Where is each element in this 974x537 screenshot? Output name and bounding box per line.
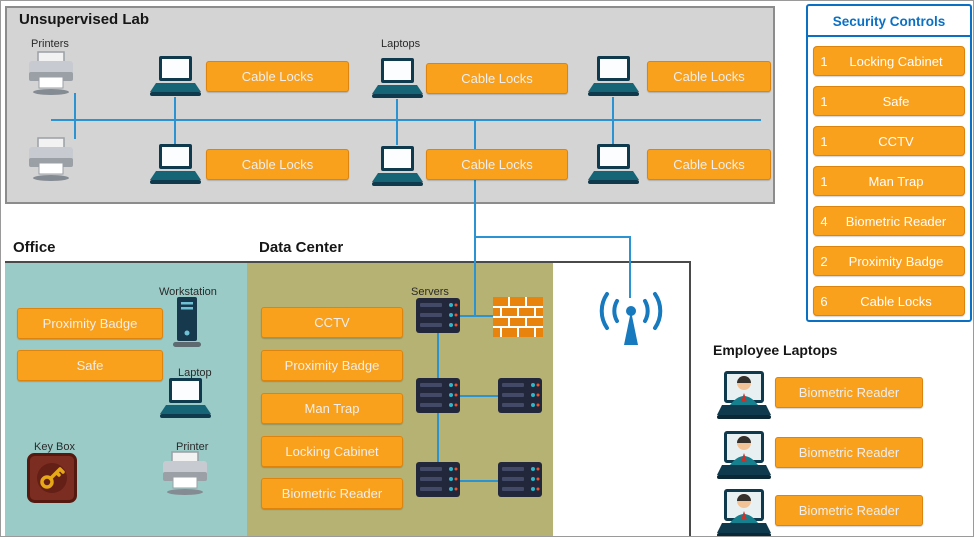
- security-control-item: 4 Biometric Reader: [813, 206, 965, 236]
- security-control-count: 1: [820, 133, 828, 149]
- security-control-label: CCTV: [878, 133, 914, 149]
- printer-icon: [25, 51, 77, 100]
- proximity-badge-label: Proximity Badge: [261, 350, 403, 381]
- biometric-reader-label: Biometric Reader: [775, 377, 923, 408]
- security-control-item: 1 CCTV: [813, 126, 965, 156]
- biometric-reader-label: Biometric Reader: [261, 478, 403, 509]
- cable-locks-label: Cable Locks: [206, 61, 349, 92]
- security-control-count: 6: [820, 293, 828, 309]
- laptop-icon: [149, 56, 201, 103]
- biometric-reader-label: Biometric Reader: [775, 495, 923, 526]
- laptop-icon: [371, 146, 423, 193]
- wireless-antenna-icon: [593, 291, 669, 352]
- office-printer-icon: [159, 451, 211, 500]
- locking-cabinet-label: Locking Cabinet: [261, 436, 403, 467]
- security-control-item: 1 Man Trap: [813, 166, 965, 196]
- server-rack-icon: [497, 462, 543, 504]
- connector-line: [629, 236, 631, 298]
- connector-line: [459, 480, 499, 482]
- safe-label: Safe: [17, 350, 163, 381]
- building-zone-border: [5, 261, 691, 536]
- firewall-icon: [493, 297, 543, 342]
- employee-laptops-title: Employee Laptops: [713, 342, 838, 358]
- key-box-icon: [27, 453, 77, 508]
- cable-locks-label: Cable Locks: [206, 149, 349, 180]
- security-control-label: Locking Cabinet: [849, 53, 943, 69]
- security-control-count: 1: [820, 173, 828, 189]
- employee-laptop-icon: [717, 483, 771, 536]
- connector-line: [174, 97, 176, 145]
- laptops-label: Laptops: [381, 38, 421, 50]
- laptop-icon: [149, 144, 201, 191]
- security-control-count: 4: [820, 213, 828, 229]
- connector-line: [459, 395, 499, 397]
- security-controls-panel: Security Controls 1 Locking Cabinet 1 Sa…: [806, 4, 972, 322]
- employee-laptop-icon: [717, 365, 771, 426]
- office-title: Office: [13, 239, 56, 256]
- server-rack-icon: [415, 462, 461, 504]
- employee-laptop-icon: [717, 425, 771, 486]
- laptop-label: Laptop: [178, 367, 212, 379]
- connector-line: [396, 99, 398, 145]
- connector-line: [474, 236, 631, 238]
- laptop-icon: [587, 144, 639, 191]
- workstation-icon: [171, 297, 203, 354]
- security-control-item: 1 Safe: [813, 86, 965, 116]
- servers-label: Servers: [411, 286, 449, 298]
- server-rack-icon: [497, 378, 543, 420]
- security-control-label: Man Trap: [868, 173, 924, 189]
- security-control-count: 1: [820, 53, 828, 69]
- cable-locks-label: Cable Locks: [647, 149, 771, 180]
- security-control-item: 1 Locking Cabinet: [813, 46, 965, 76]
- key-box-label: Key Box: [34, 441, 75, 453]
- connector-line: [474, 119, 476, 316]
- security-control-label: Biometric Reader: [845, 213, 947, 229]
- data-center-title: Data Center: [259, 239, 344, 256]
- connector-line: [74, 93, 76, 139]
- laptop-icon: [371, 58, 423, 105]
- printer-icon: [25, 137, 77, 186]
- security-control-label: Cable Locks: [860, 293, 932, 309]
- cable-locks-label: Cable Locks: [647, 61, 771, 92]
- lab-title: Unsupervised Lab: [19, 11, 150, 28]
- printers-label: Printers: [31, 38, 69, 50]
- security-control-item: 6 Cable Locks: [813, 286, 965, 316]
- proximity-badge-label: Proximity Badge: [17, 308, 163, 339]
- printer-label: Printer: [176, 441, 209, 453]
- security-control-count: 2: [820, 253, 828, 269]
- security-control-label: Safe: [882, 93, 910, 109]
- connector-line: [612, 97, 614, 145]
- server-rack-icon: [415, 378, 461, 420]
- connector-line: [459, 315, 495, 317]
- security-control-count: 1: [820, 93, 828, 109]
- man-trap-label: Man Trap: [261, 393, 403, 424]
- server-rack-icon: [415, 298, 461, 340]
- office-laptop-icon: [159, 378, 211, 425]
- biometric-reader-label: Biometric Reader: [775, 437, 923, 468]
- cctv-label: CCTV: [261, 307, 403, 338]
- security-control-item: 2 Proximity Badge: [813, 246, 965, 276]
- cable-locks-label: Cable Locks: [426, 149, 568, 180]
- cable-locks-label: Cable Locks: [426, 63, 568, 94]
- workstation-label: Workstation: [159, 286, 217, 298]
- connector-line: [51, 119, 761, 121]
- laptop-icon: [587, 56, 639, 103]
- security-controls-title: Security Controls: [808, 6, 970, 37]
- security-control-label: Proximity Badge: [848, 253, 944, 269]
